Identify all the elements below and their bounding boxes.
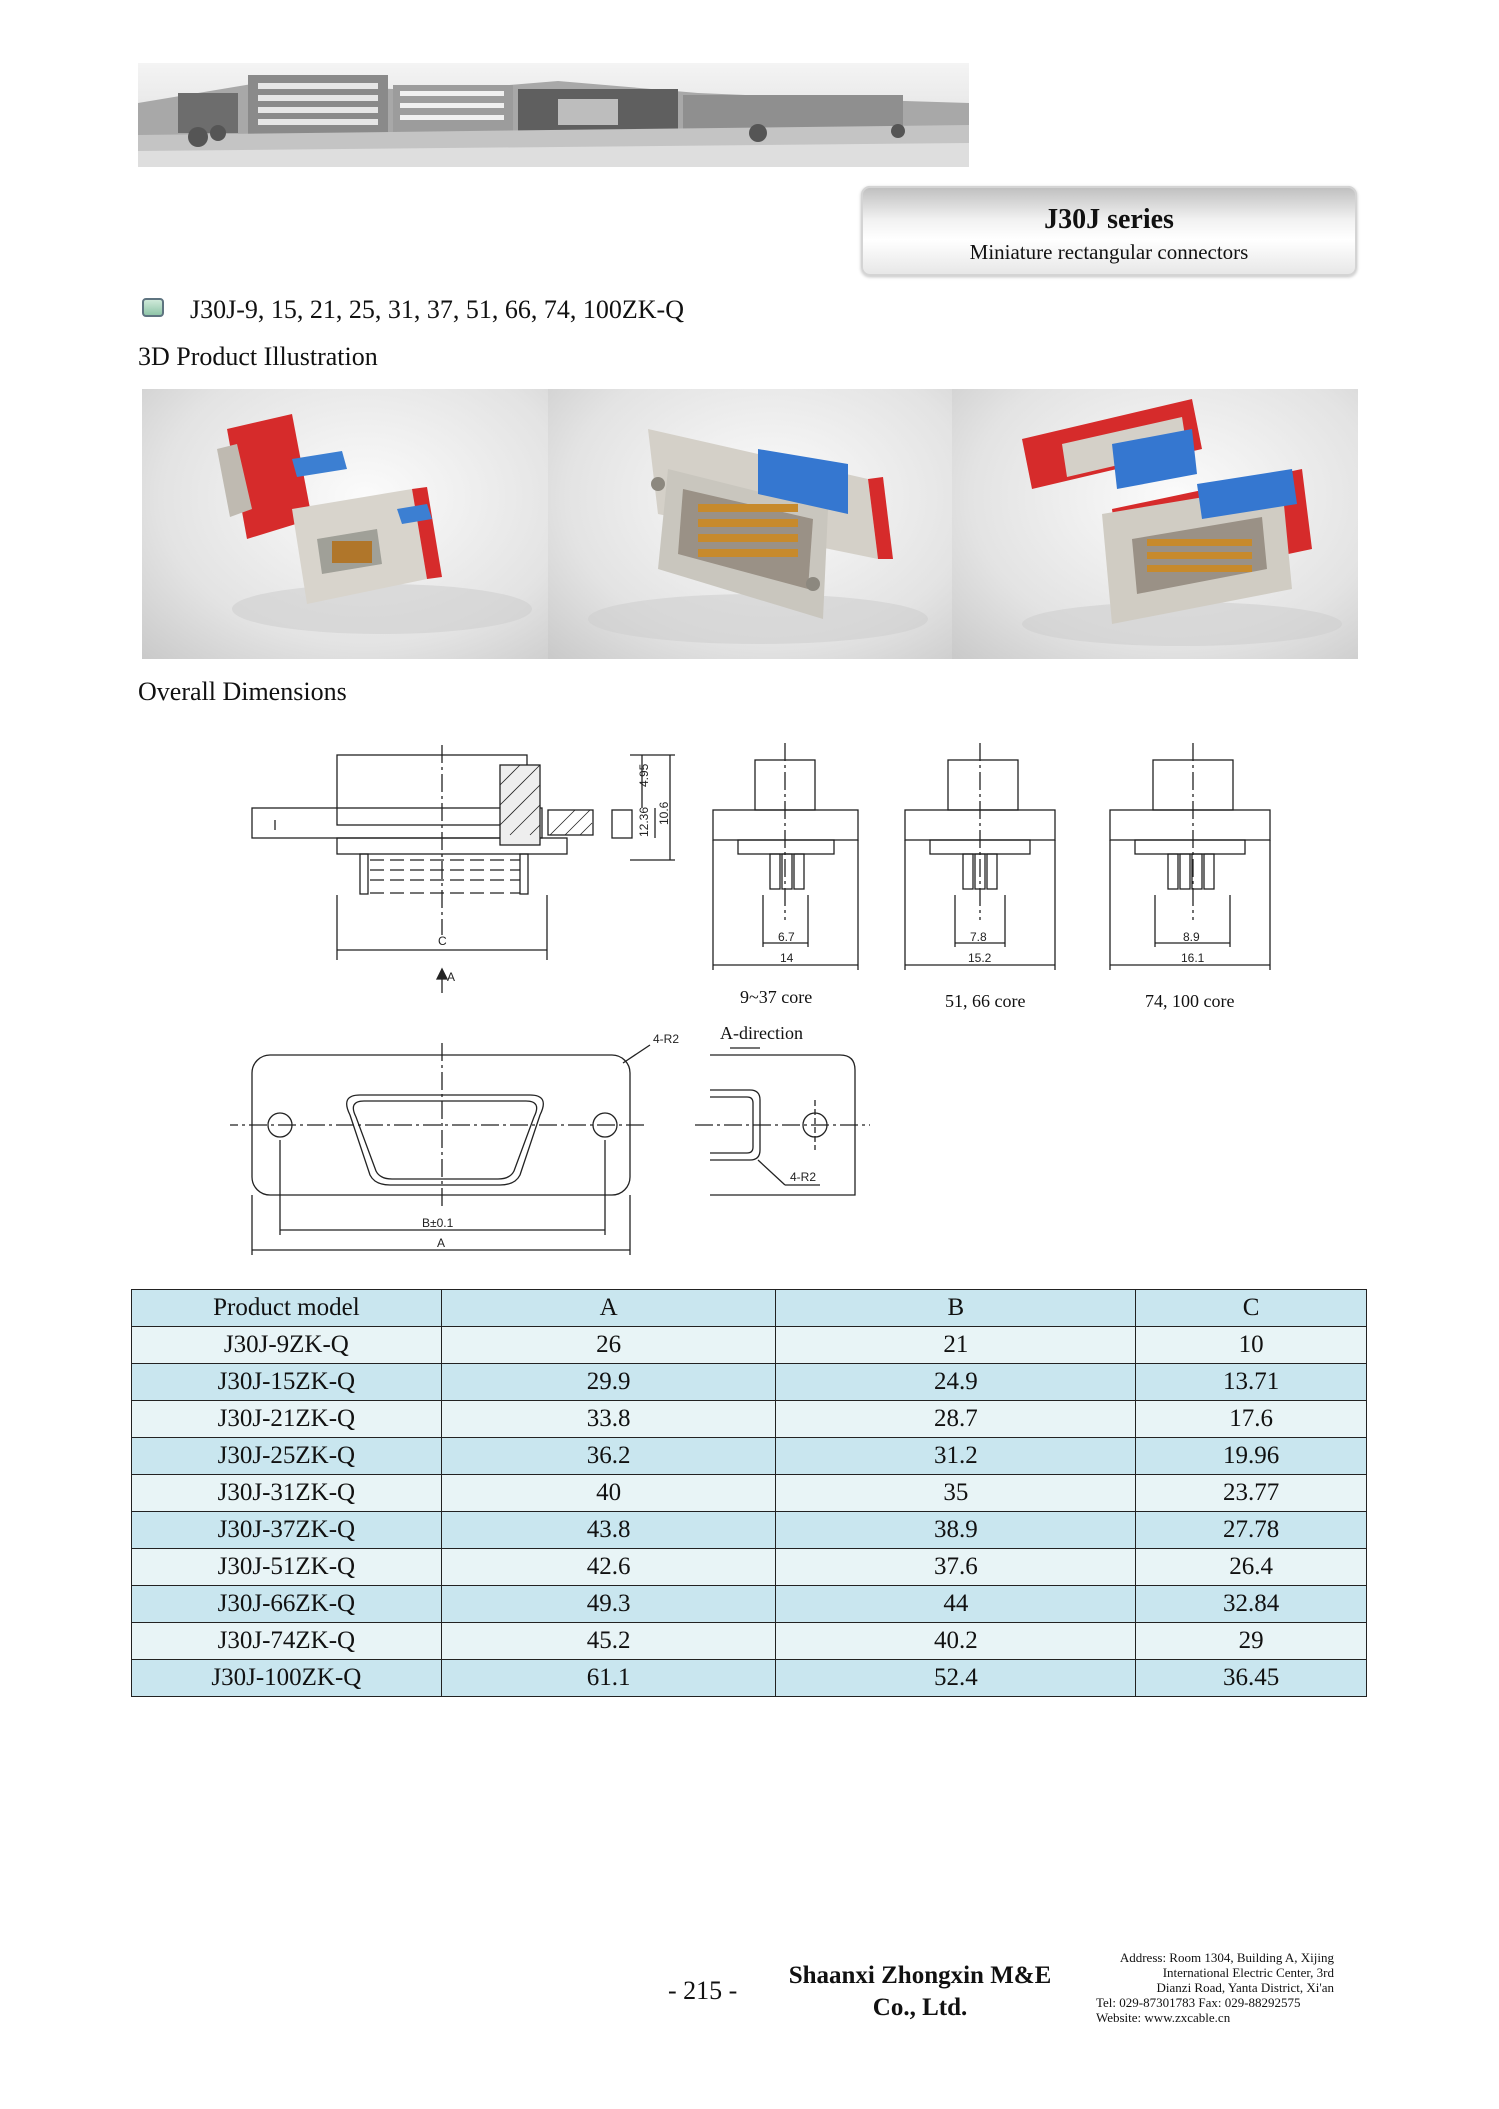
product-models-line: J30J-9, 15, 21, 25, 31, 37, 51, 66, 74, … bbox=[190, 295, 684, 324]
core3-inner: 8.9 bbox=[1183, 930, 1200, 944]
table-header-row: Product model A B C bbox=[131, 1289, 1367, 1327]
cell-b: 44 bbox=[775, 1585, 1137, 1623]
header-a: A bbox=[440, 1289, 777, 1327]
header-product-model: Product model bbox=[131, 1289, 442, 1327]
header-b: B bbox=[775, 1289, 1137, 1327]
cell-b: 28.7 bbox=[775, 1400, 1137, 1438]
cell-a: 36.2 bbox=[440, 1437, 777, 1475]
company-address: Address: Room 1304, Building A, Xijing I… bbox=[1096, 1950, 1336, 2025]
label-a: A bbox=[437, 1236, 445, 1250]
cell-c: 29 bbox=[1135, 1622, 1367, 1660]
company-line-2: Co., Ltd. bbox=[872, 1994, 968, 2021]
company-line-1: Shaanxi Zhongxin M&E bbox=[788, 1962, 1052, 1989]
cell-model: J30J-100ZK-Q bbox=[131, 1659, 442, 1697]
series-title: J30J series bbox=[1044, 204, 1174, 235]
core3-caption: 74, 100 core bbox=[1145, 991, 1234, 1011]
cell-model: J30J-37ZK-Q bbox=[131, 1511, 442, 1549]
cell-c: 10 bbox=[1135, 1326, 1367, 1364]
cell-a: 33.8 bbox=[440, 1400, 777, 1438]
label-a-arrow: A bbox=[447, 970, 455, 984]
cell-b: 21 bbox=[775, 1326, 1137, 1364]
cell-a: 61.1 bbox=[440, 1659, 777, 1697]
cell-a: 40 bbox=[440, 1474, 777, 1512]
series-subtitle: Miniature rectangular connectors bbox=[969, 240, 1249, 264]
cell-model: J30J-21ZK-Q bbox=[131, 1400, 442, 1438]
cell-a: 42.6 bbox=[440, 1548, 777, 1586]
label-c: C bbox=[438, 934, 447, 948]
cell-a: 43.8 bbox=[440, 1511, 777, 1549]
address-line: Address: Room 1304, Building A, Xijing bbox=[1119, 1950, 1334, 1965]
cell-a: 26 bbox=[440, 1326, 777, 1364]
cell-b: 38.9 bbox=[775, 1511, 1137, 1549]
cell-b: 24.9 bbox=[775, 1363, 1137, 1401]
cell-model: J30J-9ZK-Q bbox=[131, 1326, 442, 1364]
cell-model: J30J-66ZK-Q bbox=[131, 1585, 442, 1623]
bullet-icon bbox=[142, 298, 164, 317]
cell-a: 29.9 bbox=[440, 1363, 777, 1401]
address-line: Dianzi Road, Yanta District, Xi'an bbox=[1156, 1980, 1334, 1995]
cell-b: 40.2 bbox=[775, 1622, 1137, 1660]
cell-b: 31.2 bbox=[775, 1437, 1137, 1475]
radius-label-side: 4-R2 bbox=[790, 1170, 816, 1184]
side-label-495: 4.95 bbox=[637, 763, 651, 787]
product-photo-3 bbox=[952, 389, 1358, 659]
cell-c: 27.78 bbox=[1135, 1511, 1367, 1549]
a-direction-label: A-direction bbox=[720, 1023, 803, 1043]
cell-c: 36.45 bbox=[1135, 1659, 1367, 1697]
cell-a: 49.3 bbox=[440, 1585, 777, 1623]
label-b: B±0.1 bbox=[422, 1216, 454, 1230]
cell-b: 37.6 bbox=[775, 1548, 1137, 1586]
product-photo-1 bbox=[142, 389, 548, 659]
header-banner-image bbox=[138, 63, 969, 167]
cell-model: J30J-51ZK-Q bbox=[131, 1548, 442, 1586]
core2-inner: 7.8 bbox=[970, 930, 987, 944]
dimension-drawing: 4.95 12.36 10.6 C A 6.7 14 9~37 core 7.8… bbox=[220, 735, 1300, 1265]
cell-model: J30J-31ZK-Q bbox=[131, 1474, 442, 1512]
cell-c: 17.6 bbox=[1135, 1400, 1367, 1438]
cell-model: J30J-15ZK-Q bbox=[131, 1363, 442, 1401]
cell-b: 52.4 bbox=[775, 1659, 1137, 1697]
dimensions-heading: Overall Dimensions bbox=[138, 677, 347, 706]
core2-caption: 51, 66 core bbox=[945, 991, 1025, 1011]
cell-b: 35 bbox=[775, 1474, 1137, 1512]
series-title-box: J30J series Miniature rectangular connec… bbox=[861, 186, 1357, 276]
core1-caption: 9~37 core bbox=[740, 987, 812, 1007]
address-line: Website: www.zxcable.cn bbox=[1096, 2010, 1231, 2025]
cell-c: 13.71 bbox=[1135, 1363, 1367, 1401]
header-c: C bbox=[1135, 1289, 1367, 1327]
product-photo-2 bbox=[548, 389, 952, 659]
cell-c: 23.77 bbox=[1135, 1474, 1367, 1512]
page-number: - 215 - bbox=[668, 1976, 738, 2005]
cell-model: J30J-25ZK-Q bbox=[131, 1437, 442, 1475]
side-label-1236: 12.36 bbox=[637, 807, 651, 837]
cell-model: J30J-74ZK-Q bbox=[131, 1622, 442, 1660]
cell-c: 19.96 bbox=[1135, 1437, 1367, 1475]
company-name: Shaanxi Zhongxin M&E Co., Ltd. bbox=[770, 1960, 1070, 2024]
radius-label-front: 4-R2 bbox=[653, 1032, 679, 1046]
cell-c: 26.4 bbox=[1135, 1548, 1367, 1586]
core1-outer: 14 bbox=[780, 951, 794, 965]
illustration-heading: 3D Product Illustration bbox=[138, 342, 378, 371]
address-line: International Electric Center, 3rd bbox=[1162, 1965, 1334, 1980]
cell-c: 32.84 bbox=[1135, 1585, 1367, 1623]
core2-outer: 15.2 bbox=[968, 951, 992, 965]
core1-inner: 6.7 bbox=[778, 930, 795, 944]
cell-a: 45.2 bbox=[440, 1622, 777, 1660]
core3-outer: 16.1 bbox=[1181, 951, 1205, 965]
side-label-106: 10.6 bbox=[657, 801, 671, 825]
address-line: Tel: 029-87301783 Fax: 029-88292575 bbox=[1096, 1995, 1301, 2010]
